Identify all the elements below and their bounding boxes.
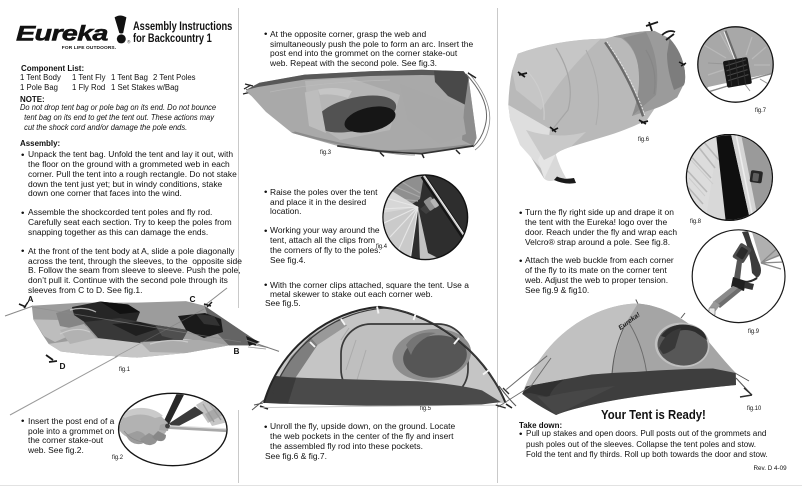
svg-text:®: ® (127, 39, 131, 44)
